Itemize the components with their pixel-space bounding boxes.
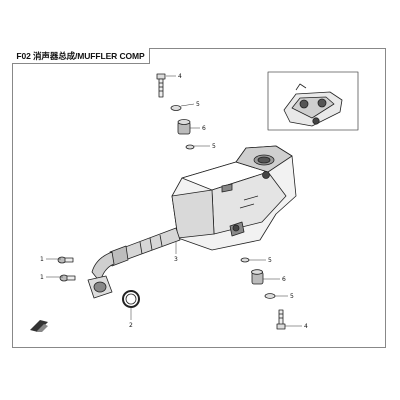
callout-5-upper: 5	[212, 143, 216, 150]
callout-1-upper: 1	[40, 256, 44, 263]
callout-5-bottom: 5	[290, 293, 294, 300]
washer-bottom	[264, 293, 276, 299]
inset-detail	[267, 71, 359, 131]
callout-2: 2	[129, 322, 133, 329]
diagram-frame	[12, 48, 386, 348]
brand-logo-icon	[30, 320, 48, 332]
bolt-top	[156, 73, 166, 98]
callout-5-lower: 5	[268, 257, 272, 264]
exhaust-pipe	[91, 227, 181, 283]
bolt-bottom	[276, 309, 286, 330]
callout-numbers: 4 5 6 5 1 1 2 3 5 6 5 4	[40, 73, 308, 330]
callout-4-bottom: 4	[304, 323, 308, 330]
callout-3: 3	[174, 256, 178, 263]
leader-lines	[46, 75, 302, 327]
callout-5-top: 5	[196, 101, 200, 108]
collar-bottom	[240, 257, 250, 263]
gasket	[122, 290, 140, 308]
bolt-left-lower	[59, 274, 76, 282]
grommet-top	[177, 119, 191, 135]
bolt-left-upper	[57, 256, 74, 264]
diagram-title: F02 消声器总成/MUFFLER COMP	[16, 50, 145, 61]
muffler-body	[171, 145, 297, 251]
title-box: F02 消声器总成/MUFFLER COMP	[12, 48, 150, 64]
collar-top	[185, 144, 195, 150]
grommet-bottom	[251, 269, 264, 285]
callout-6-top: 6	[202, 125, 206, 132]
callout-6-bottom: 6	[282, 276, 286, 283]
callout-1-lower: 1	[40, 274, 44, 281]
callout-4-top: 4	[178, 73, 182, 80]
exhaust-flange	[87, 275, 113, 299]
washer-top	[170, 105, 182, 111]
